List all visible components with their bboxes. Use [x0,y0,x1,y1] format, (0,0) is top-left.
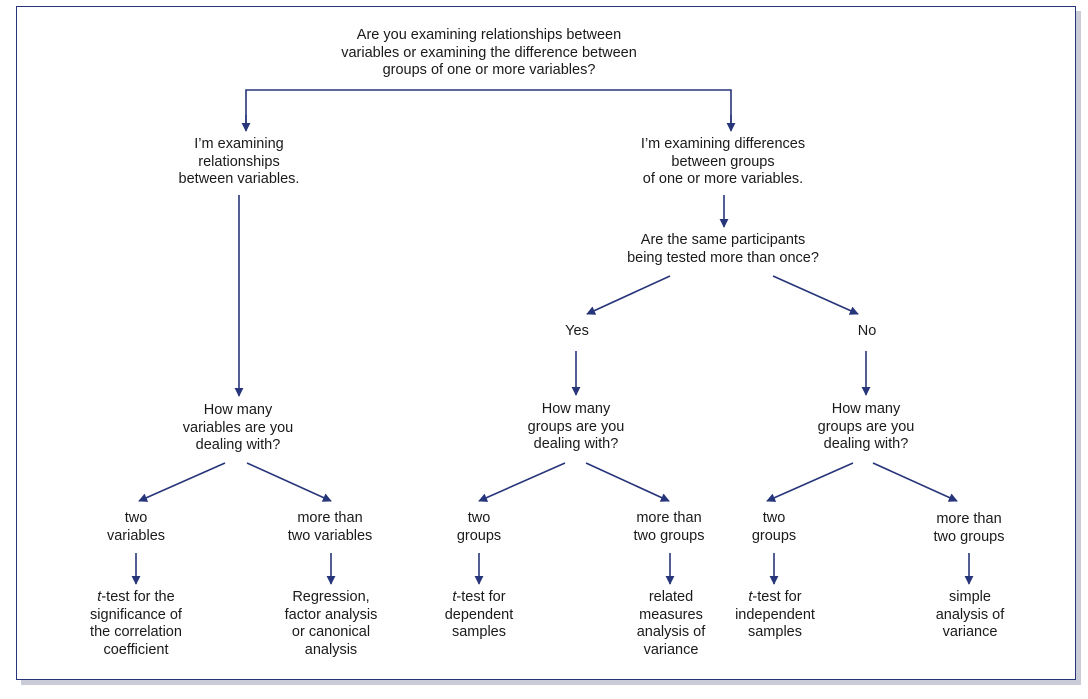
t-test-correlation-node: t-test for the significance of the corre… [90,589,182,658]
groups-yes-to-two-groups-arrow [478,462,566,502]
two-groups-no-node: two groups [751,510,797,544]
how-many-groups-no-question: How many groups are you dealing with? [817,401,915,452]
differences-node: I’m examining differences between groups… [640,136,806,187]
more-than-two-groups-yes-node: more than two groups [633,510,705,544]
relationships-node: I’m examining relationships between vari… [178,136,300,187]
diagram-frame [16,6,1076,680]
related-measures-node: related measures analysis of variance [636,589,706,658]
variables-to-two-variables-arrow [138,462,226,502]
groups-no-to-more-than-two-groups-arrow [872,462,958,502]
how-many-groups-yes-question: How many groups are you dealing with? [527,401,625,452]
more-than-two-variables-node: more than two variables [287,510,373,544]
regression-node: Regression, factor analysis or canonical… [284,589,378,658]
same-participants-to-yes-arrow [586,275,671,315]
variables-to-more-than-two-variables-arrow [246,462,332,502]
yes-node: Yes [565,323,589,339]
t-test-independent-node: t-test for independent samples [735,589,815,640]
groups-no-to-two-groups-arrow [766,462,854,502]
groups-yes-to-more-than-two-groups-arrow [585,462,670,502]
same-participants-to-no-arrow [772,275,859,315]
same-participants-question: Are the same participants being tested m… [627,232,819,266]
t-test-dependent-node: t-test for dependent samples [444,589,514,640]
two-groups-yes-node: two groups [456,510,502,544]
root-branch-connector [245,89,732,130]
root-question: Are you examining relationships between … [341,27,637,78]
two-variables-node: two variables [106,510,166,544]
simple-anova-node: simple analysis of variance [935,589,1005,640]
how-many-variables-question: How many variables are you dealing with? [182,402,294,453]
no-node: No [857,323,877,339]
more-than-two-groups-no-node: more than two groups [933,511,1005,545]
